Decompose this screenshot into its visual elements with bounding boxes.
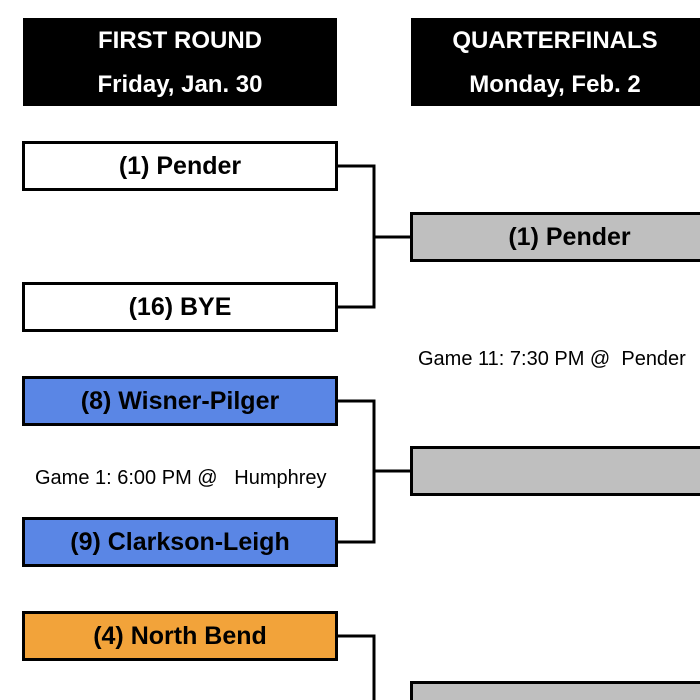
connector-north-bend: [336, 634, 376, 700]
team-name: (8) Wisner-Pilger: [80, 386, 280, 415]
team-name: (4) North Bend: [93, 621, 267, 650]
game-1-note: Game 1: 6:00 PM @ Humphrey: [35, 467, 327, 489]
team-name: (9) Clarkson-Leigh: [70, 527, 290, 556]
quarterfinal-slot-2: [410, 446, 700, 496]
first-round-slot-clarkson-leigh: (9) Clarkson-Leigh: [22, 517, 338, 567]
quarterfinals-header: QUARTERFINALS Monday, Feb. 2: [411, 18, 700, 106]
quarterfinal-slot-3: [410, 681, 700, 700]
first-round-slot-wisner-pilger: (8) Wisner-Pilger: [22, 376, 338, 426]
quarterfinals-date: Monday, Feb. 2: [469, 71, 641, 98]
quarterfinals-title: QUARTERFINALS: [452, 27, 658, 54]
first-round-slot-north-bend: (4) North Bend: [22, 611, 338, 661]
team-name: (1) Pender: [118, 151, 242, 180]
first-round-title: FIRST ROUND: [98, 27, 262, 54]
first-round-slot-pender: (1) Pender: [22, 141, 338, 191]
quarterfinal-slot-1: (1) Pender: [410, 212, 700, 262]
first-round-header: FIRST ROUND Friday, Jan. 30: [23, 18, 337, 106]
first-round-slot-bye: (16) BYE: [22, 282, 338, 332]
connector-pender-bye: [336, 164, 376, 309]
team-name: (1) Pender: [508, 222, 631, 251]
connector-wisner-clarkson: [336, 399, 376, 544]
first-round-date: Friday, Jan. 30: [97, 71, 263, 98]
team-name: (16) BYE: [128, 292, 232, 321]
game-11-note: Game 11: 7:30 PM @ Pender: [418, 348, 686, 370]
